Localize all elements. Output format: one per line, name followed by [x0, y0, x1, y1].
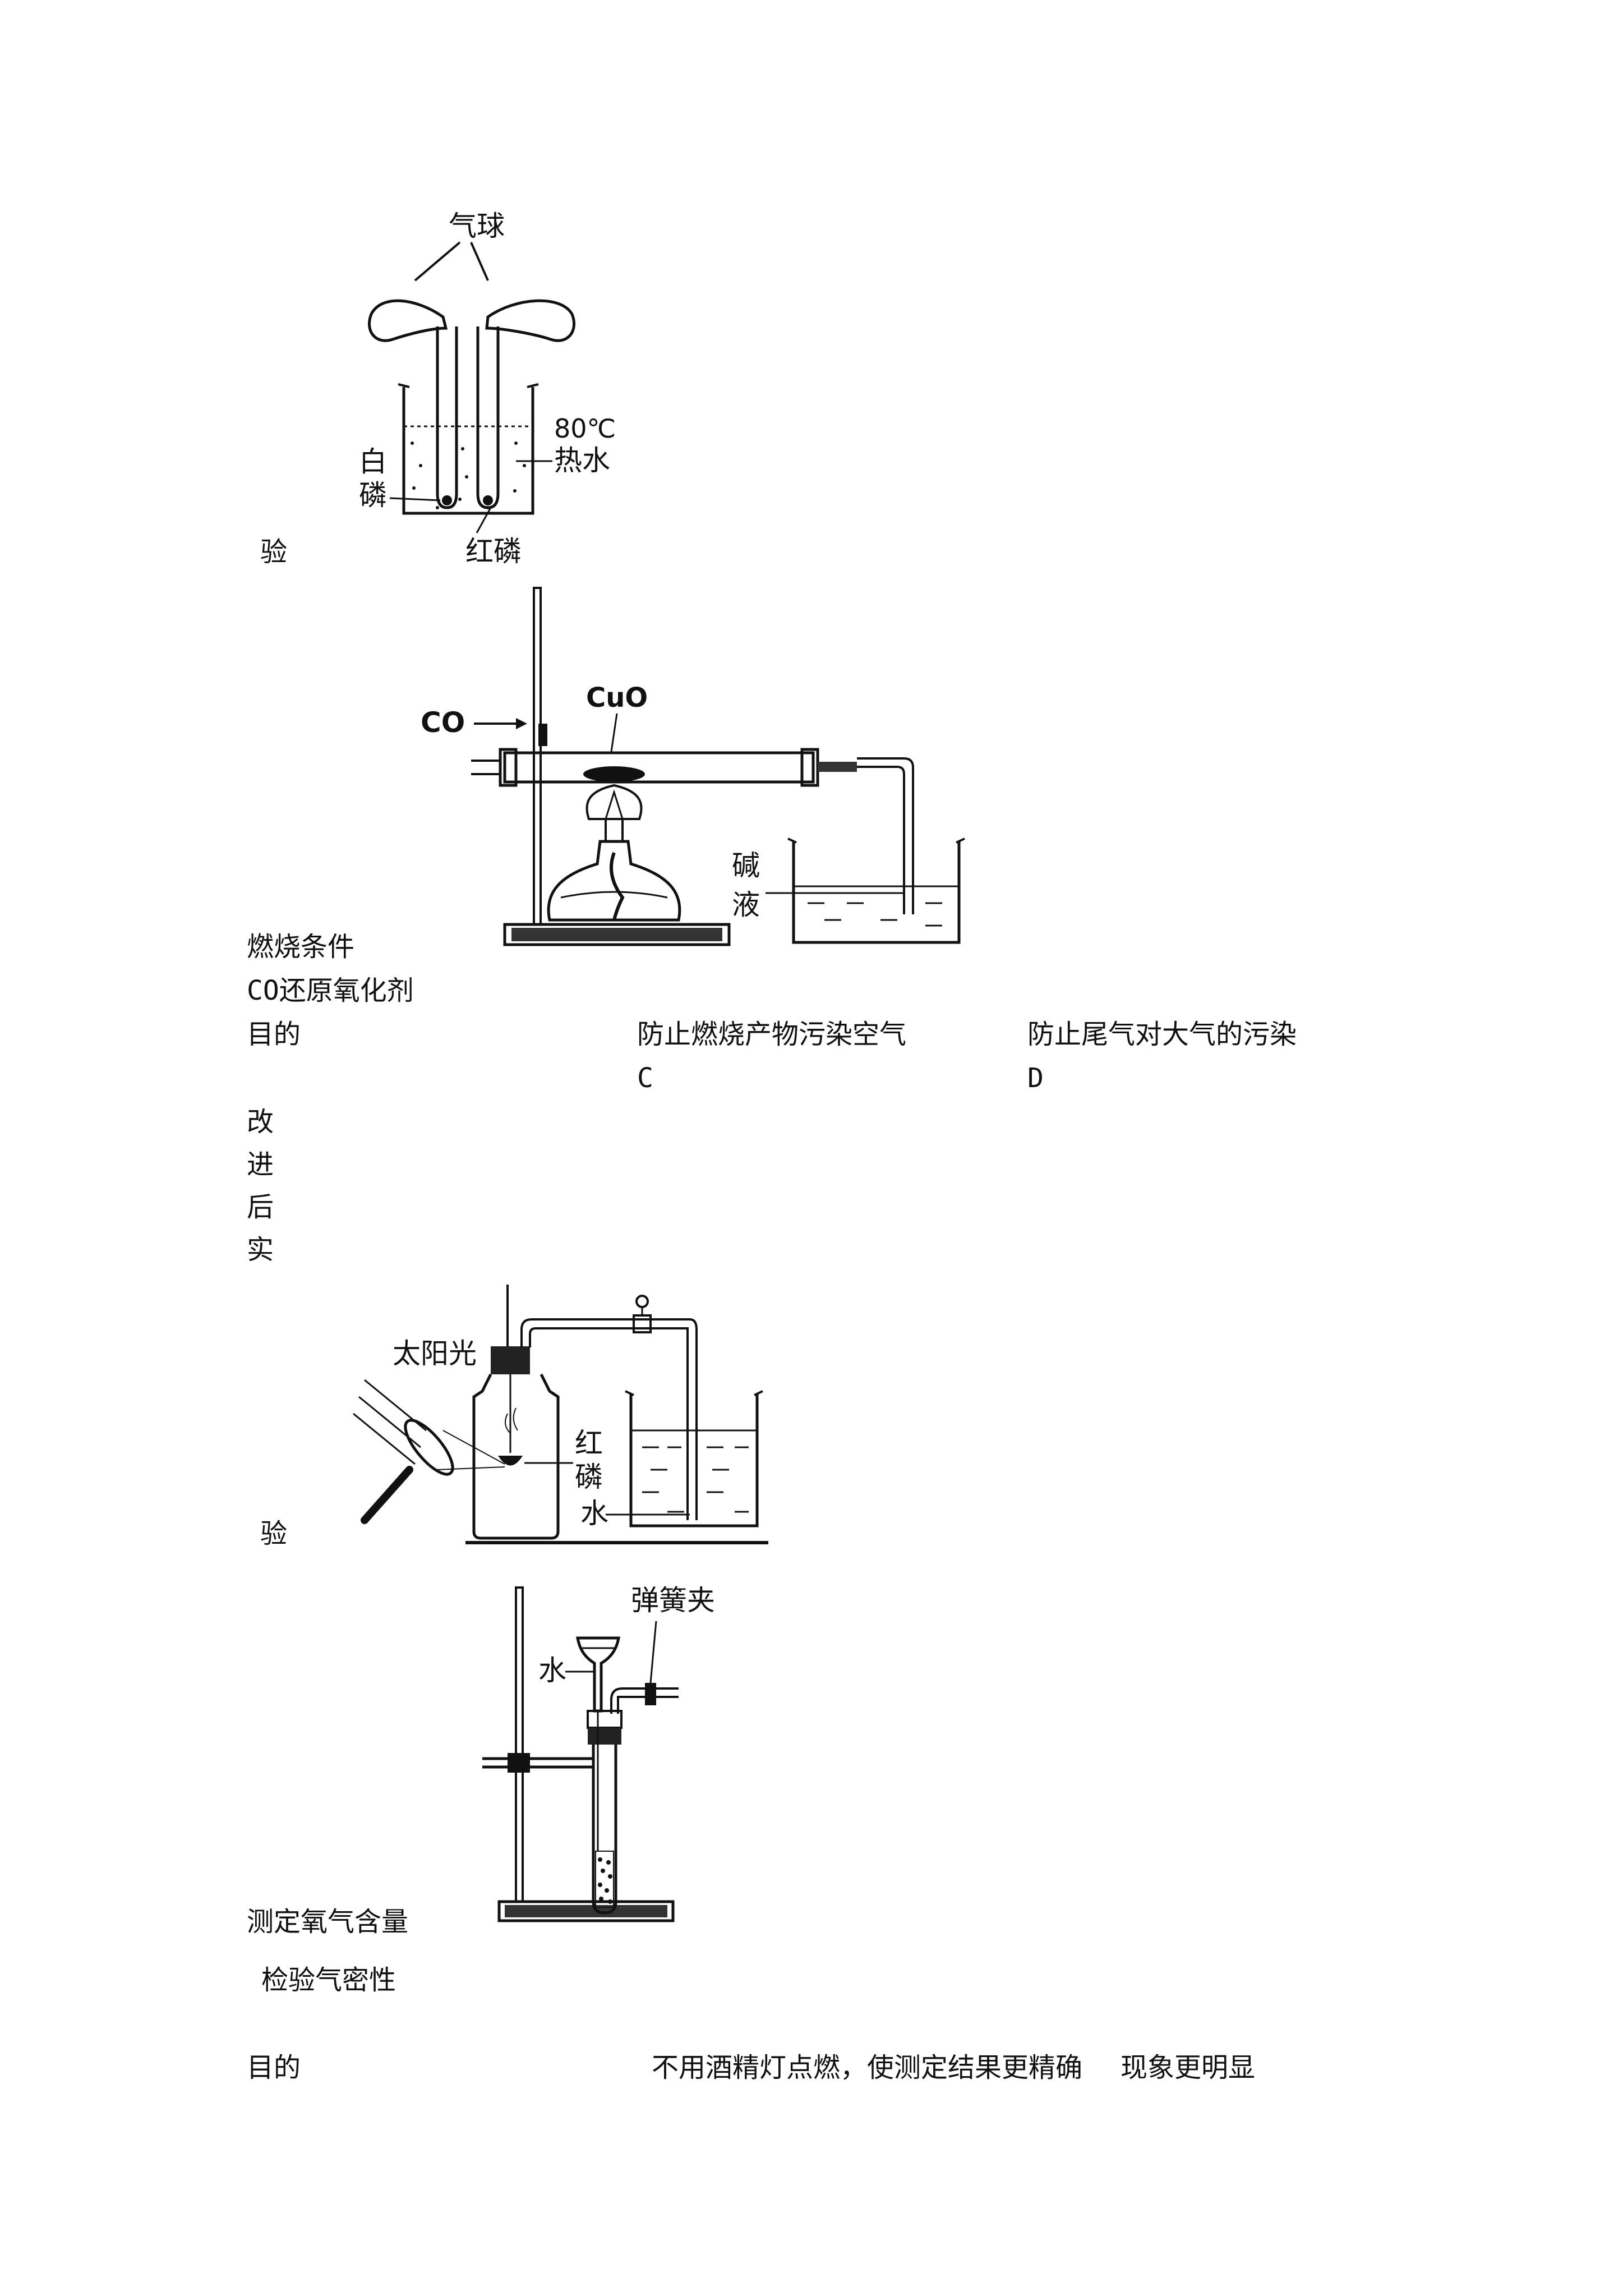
- magnifying-glass: [404, 1419, 454, 1476]
- label-gai: 改: [247, 1106, 274, 1138]
- left-balloon: [367, 299, 448, 342]
- red-phosphorus-label-2: 磷: [575, 1461, 603, 1493]
- clip-label: 弹簧夹: [631, 1584, 715, 1617]
- label-purpose-1: 目的: [247, 1019, 301, 1050]
- purpose-check-text: 现象更明显: [1121, 2052, 1256, 2083]
- cuo-label: CuO: [586, 682, 648, 714]
- right-balloon: [485, 299, 576, 342]
- label-check-airtight: 检验气密性: [261, 1964, 396, 1996]
- flame: [585, 784, 643, 820]
- figure-airtight-check: 水 弹簧夹: [482, 1584, 715, 1922]
- glass-bottle: [472, 1373, 560, 1540]
- test-tube: [592, 1745, 617, 1915]
- white-phosphorus: [442, 495, 452, 505]
- water-label: 水: [538, 1654, 566, 1687]
- left-test-tube: [436, 326, 458, 509]
- label-measure-oxygen: 测定氧气含量: [247, 1906, 409, 1938]
- red-phosphorus-label: 红磷: [465, 535, 522, 568]
- label-shi: 实: [247, 1234, 274, 1266]
- hot-water-label: 热水: [554, 444, 610, 477]
- beaker: [402, 387, 534, 515]
- alkali-label-1: 碱: [732, 849, 760, 882]
- white-phosphorus-label-1: 白: [359, 445, 387, 478]
- alcohol-lamp: [547, 840, 681, 922]
- label-yan-1: 验: [260, 536, 288, 568]
- label-purpose-2: 目的: [247, 2052, 301, 2083]
- temp-label: 80℃: [554, 413, 616, 444]
- label-yan-2: 验: [260, 1518, 288, 1549]
- cuo-powder: [583, 766, 645, 782]
- right-test-tube: [476, 326, 500, 509]
- sunlight-label: 太阳光: [393, 1337, 477, 1370]
- red-phosphorus: [483, 495, 493, 505]
- figure-co-reduction: CO CuO 碱 液: [421, 587, 965, 946]
- white-phosphorus-label-2: 磷: [359, 479, 387, 512]
- alkali-label-2: 液: [732, 889, 760, 921]
- col-c-label: C: [637, 1062, 653, 1094]
- water-beaker: [629, 1394, 759, 1527]
- label-hou: 后: [247, 1191, 274, 1223]
- figure-sunlight-oxygen: 太阳光 红 磷 水: [353, 1285, 768, 1544]
- label-co-reduction: CO还原氧化剂: [247, 975, 414, 1006]
- label-jin: 进: [247, 1149, 274, 1180]
- balloon-label: 气球: [449, 210, 505, 242]
- alkali-beaker: [792, 841, 961, 944]
- purpose-measure-text: 不用酒精灯点燃，使测定结果更精确: [652, 2052, 1083, 2083]
- red-phosphorus-label-1: 红: [575, 1427, 603, 1460]
- spring-clip: [645, 1683, 656, 1705]
- label-combustion-condition: 燃烧条件: [247, 931, 355, 963]
- co-label: CO: [421, 706, 465, 739]
- purpose-c-text: 防止燃烧产物污染空气: [637, 1019, 907, 1050]
- purpose-d-text: 防止尾气对大气的污染: [1027, 1019, 1297, 1050]
- figure-combustion-condition: 气球 80℃ 热水 白 磷 红磷: [359, 210, 616, 568]
- col-d-label: D: [1027, 1062, 1044, 1094]
- water-label: 水: [580, 1497, 608, 1530]
